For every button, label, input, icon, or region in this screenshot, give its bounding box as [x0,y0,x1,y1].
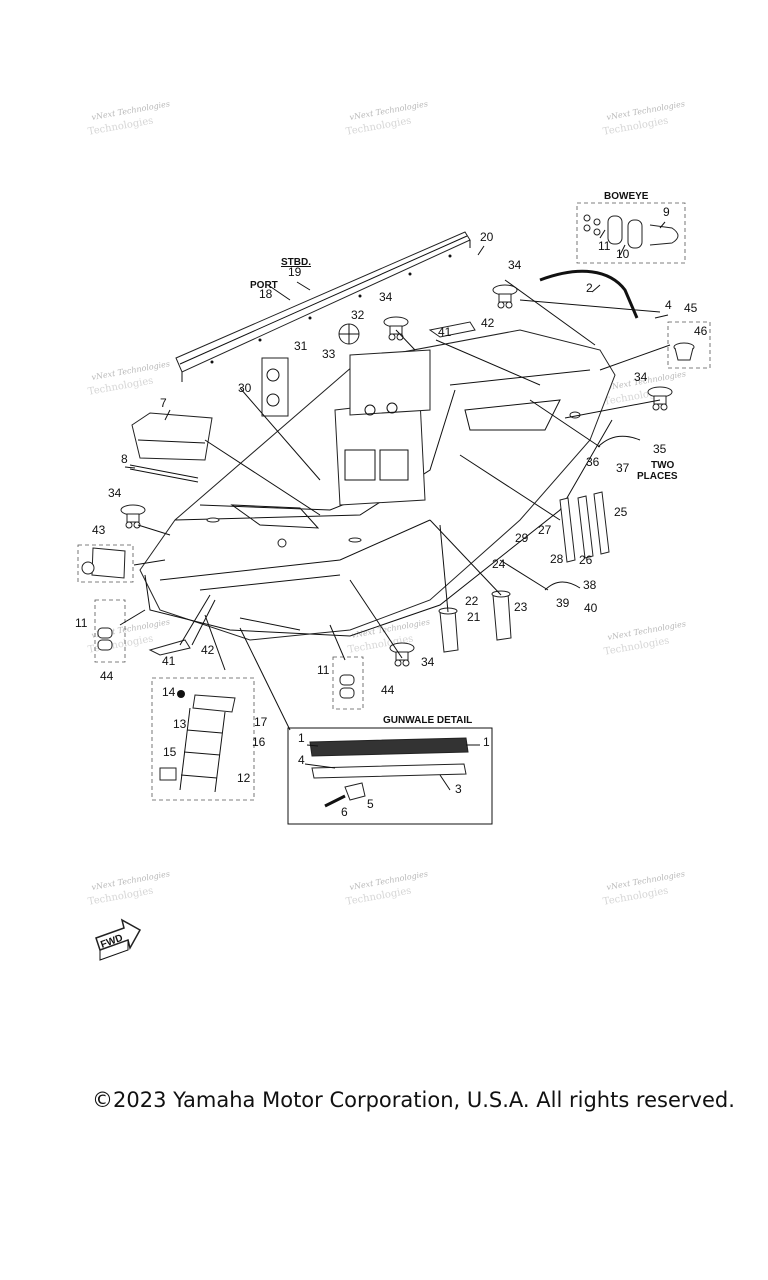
part-number-43: 43 [92,523,106,537]
part-number-14: 14 [162,685,176,699]
cooler [129,412,213,483]
watermark: vNext Technologies Technologies [602,869,685,907]
storage-net [261,357,289,417]
cup-insert [673,342,695,361]
part-number-37: 37 [616,461,630,475]
fwd-arrow-icon: FWD [95,918,142,961]
part-number-21: 21 [467,610,481,624]
cleat-hardware [120,284,673,667]
part-number-35: 35 [653,442,667,456]
part-number-42: 42 [201,643,215,657]
bow-rail [539,269,639,319]
cup-holders [438,590,512,653]
bracket-plate [81,547,126,579]
part-number-31: 31 [294,339,308,353]
gunwale-detail: GUNWALE DETAIL [287,715,493,825]
part-number-2: 2 [586,281,593,295]
part-number-18: 18 [259,287,273,301]
part-number-44: 44 [381,683,395,697]
part-number-26: 26 [579,553,593,567]
part-number-34: 34 [108,486,122,500]
part-number-23: 23 [514,600,528,614]
part-number-16: 16 [252,735,266,749]
two-places-label: PLACES [637,471,678,482]
rod-holders [559,491,610,563]
part-number-1: 1 [298,731,305,745]
part-number-27: 27 [538,523,552,537]
part-number-7: 7 [160,396,167,410]
fastener-sets [97,627,355,699]
part-number-11: 11 [75,616,88,630]
part-number-42: 42 [481,316,495,330]
part-number-13: 13 [173,717,187,731]
part-number-8: 8 [121,452,128,466]
part-number-20: 20 [480,230,494,244]
part-number-10: 10 [616,247,630,261]
grab-handles [148,321,476,656]
part-number-41: 41 [162,654,176,668]
part-number-22: 22 [465,594,479,608]
detail-boxes [77,202,711,801]
watermark: vNext Technologies Technologies [603,619,686,657]
part-number-34: 34 [634,370,648,384]
part-number-1: 1 [483,735,490,749]
part-number-9: 9 [663,205,670,219]
part-number-4: 4 [298,753,305,767]
part-number-40: 40 [584,601,598,615]
part-number-6: 6 [341,805,348,819]
watermark: vNext Technologies Technologies [87,99,170,137]
part-number-46: 46 [694,324,708,338]
part-number-38: 38 [583,578,597,592]
gunwale-detail-title: GUNWALE DETAIL [383,715,472,726]
part-number-36: 36 [586,455,600,469]
part-number-29: 29 [515,531,529,545]
two-places-label: TWO [651,460,675,471]
part-number-41: 41 [438,325,452,339]
part-number-24: 24 [492,557,506,571]
part-number-11: 11 [317,663,330,677]
part-number-4: 4 [665,298,672,312]
part-number-12: 12 [237,771,251,785]
watermark: vNext Technologies Technologies [602,99,685,137]
watermark: vNext Technologies Technologies [345,869,428,907]
part-number-30: 30 [238,381,252,395]
leader-lines [119,221,671,731]
boweye-label: BOWEYE [604,191,649,202]
watermark: vNext Technologies Technologies [87,359,170,397]
part-number-5: 5 [367,797,374,811]
tow-handles [544,435,641,591]
boarding-ladder [159,690,236,793]
part-number-34: 34 [379,290,393,304]
part-number-33: 33 [322,347,336,361]
part-number-15: 15 [163,745,177,759]
part-number-19: 19 [288,265,302,279]
part-number-45: 45 [684,301,698,315]
stbd-label: STBD. [281,257,311,268]
part-number-28: 28 [550,552,564,566]
part-number-25: 25 [614,505,628,519]
rail-screws [210,254,452,364]
steering-wheel-part [338,323,360,345]
port-label: PORT [250,280,278,291]
part-number-39: 39 [556,596,570,610]
part-number-17: 17 [254,715,268,729]
copyright-notice: ©2023 Yamaha Motor Corporation, U.S.A. A… [92,1088,735,1112]
part-number-32: 32 [351,308,365,322]
watermark: vNext Technologies Technologies [87,869,170,907]
part-number-11: 11 [598,239,611,253]
part-number-34: 34 [421,655,435,669]
part-number-34: 34 [508,258,522,272]
part-number-3: 3 [455,782,462,796]
watermark: vNext Technologies Technologies [345,99,428,137]
part-number-44: 44 [100,669,114,683]
boweye-parts [583,214,679,249]
boat-hull [139,329,616,641]
gunwale-rail [175,231,471,382]
